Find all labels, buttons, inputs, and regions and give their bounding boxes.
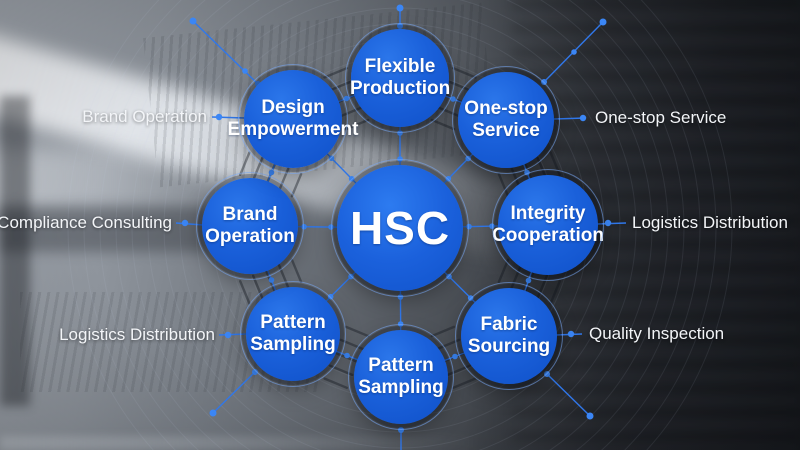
- node-label-flexible-production: Flexible Production: [350, 55, 451, 99]
- connector-dot: [599, 18, 607, 26]
- connector-dot: [268, 169, 275, 176]
- connector-line: [546, 373, 591, 417]
- node-fabric-sourcing: Fabric Sourcing: [455, 282, 563, 390]
- node-one-stop-service: One-stop Service: [452, 66, 560, 174]
- connector-dot: [586, 412, 594, 420]
- connector-line: [192, 20, 259, 85]
- connector-dot: [209, 409, 217, 417]
- node-integrity-cooperation: Integrity Cooperation: [492, 169, 604, 281]
- decor-line: [549, 280, 562, 305]
- decor-line: [323, 377, 348, 390]
- decor-line: [430, 325, 456, 338]
- bg-dark-pillar: [0, 96, 30, 406]
- node-label-integrity-cooperation: Integrity Cooperation: [492, 202, 604, 246]
- connector-dot: [567, 330, 575, 338]
- outer-label-logistics-distribution-right: Logistics Distribution: [632, 213, 788, 232]
- decor-ring: [67, 0, 733, 450]
- node-label-pattern-sampling-left: Pattern Sampling: [250, 311, 336, 355]
- node-flexible-production: Flexible Production: [345, 23, 455, 133]
- node-label-brand-operation: Brand Operation: [205, 203, 295, 247]
- connector-dot: [579, 114, 587, 122]
- decor-line: [238, 151, 251, 176]
- outer-label-one-stop-service: One-stop Service: [595, 108, 727, 127]
- bg-dark-band: [0, 206, 210, 252]
- decor-ring: [99, 0, 701, 450]
- connector-dot: [268, 277, 275, 283]
- node-label-fabric-sourcing: Fabric Sourcing: [467, 313, 551, 357]
- bg-floor-light: [0, 436, 480, 450]
- node-label-one-stop-service: One-stop Service: [464, 97, 548, 141]
- connector-dot: [604, 219, 612, 227]
- connector-dot: [344, 352, 350, 359]
- outer-label-quality-inspection: Quality Inspection: [589, 324, 725, 343]
- decor-line: [452, 377, 477, 390]
- decor-line: [430, 118, 456, 131]
- connector-dot: [242, 68, 248, 74]
- connector-dot: [452, 353, 458, 360]
- decor-line: [290, 172, 303, 198]
- node-label-pattern-sampling-bottom: Pattern Sampling: [358, 354, 444, 398]
- outer-label-brand-operation: Brand Operation: [82, 107, 207, 126]
- node-design-empowerment: Design Empowerment: [228, 64, 358, 174]
- connector-dot: [189, 17, 197, 25]
- decor-ring: [83, 0, 717, 450]
- outer-label-compliance-consulting: Compliance Consulting: [0, 213, 172, 232]
- node-pattern-sampling-bottom: Pattern Sampling: [348, 324, 454, 430]
- connector-dot: [181, 219, 189, 227]
- connector-dot: [224, 331, 232, 339]
- decor-ring: [115, 0, 685, 450]
- node-center-hsc: HSC: [331, 159, 469, 297]
- decor-line: [344, 118, 370, 131]
- node-pattern-sampling-left: Pattern Sampling: [240, 281, 346, 387]
- decor-line: [238, 280, 251, 305]
- decor-ring: [131, 0, 669, 450]
- center-title: HSC: [349, 201, 451, 254]
- decor-ring: [163, 0, 637, 450]
- outer-label-logistics-distribution-left: Logistics Distribution: [59, 325, 215, 344]
- decor-line: [344, 325, 370, 338]
- decor-line: [290, 258, 303, 284]
- connector-dot: [396, 4, 404, 12]
- connector-dot: [571, 49, 577, 55]
- decor-ring: [147, 0, 653, 450]
- connector-line: [212, 371, 256, 414]
- decor-line: [452, 66, 477, 79]
- connector-dot: [215, 113, 223, 121]
- connector-dot: [525, 277, 532, 284]
- node-brand-operation: Brand Operation: [196, 172, 304, 280]
- node-label-design-empowerment: Design Empowerment: [227, 96, 359, 140]
